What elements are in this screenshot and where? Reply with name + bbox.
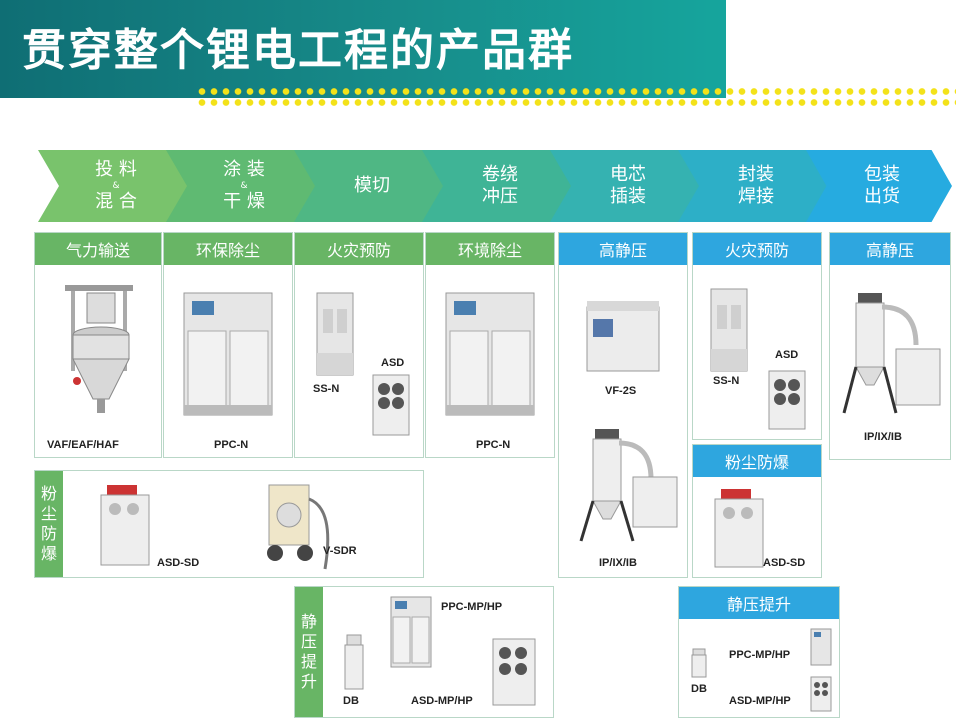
asd-machine-image (767, 369, 807, 431)
page-title: 贯穿整个锂电工程的产品群 (22, 25, 574, 76)
process-step-die-cut: 模切 (294, 150, 444, 222)
product-box-fire-prevention-1: 火灾预防 SS-N ASD (294, 232, 424, 458)
product-box-fire-prevention-2: 火灾预防 SS-N ASD (692, 232, 822, 440)
box-header: 火灾预防 (693, 233, 821, 265)
v-sdr-machine-image (249, 479, 339, 571)
box-header: 气力输送 (35, 233, 161, 265)
side-char: 爆 (40, 544, 57, 563)
product-box-eco-dust: 环保除尘 PPC-N (163, 232, 293, 458)
asd-sd-machine-image (711, 487, 767, 571)
step-line1: 投 料 (95, 159, 137, 180)
product-box-static-boost-1: 静 压 提 升 PPC-MP/HP DB ASD-MP/HP (294, 586, 554, 718)
product-label: PPC-MP/HP (441, 601, 503, 613)
product-label: V-SDR (323, 545, 357, 557)
ip-ix-ib-machine-image (838, 289, 942, 419)
product-label: ASD-SD (763, 557, 806, 569)
step-line2: 干 燥 (223, 191, 265, 212)
box-header: 静压提升 (679, 587, 839, 619)
side-char: 防 (40, 524, 57, 543)
step-line1: 包装 (864, 164, 900, 185)
step-amp: & (240, 181, 248, 191)
product-box-env-dust: 环境除尘 PPC-N (425, 232, 555, 458)
product-box-dust-explosion-2: 粉尘防爆 ASD-SD (692, 444, 822, 578)
step-line2: 冲压 (482, 186, 518, 207)
box-header: 环保除尘 (164, 233, 292, 265)
title-banner: 贯穿整个锂电工程的产品群 (0, 0, 726, 98)
box-side-header: 静 压 提 升 (295, 587, 323, 717)
step-line2: 混 合 (95, 191, 137, 212)
db-machine-image (689, 647, 709, 679)
product-box-pneumatic: 气力输送 VAF/EAF/HAF (34, 232, 162, 458)
product-label: PPC-MP/HP (729, 649, 791, 661)
asd-sd-machine-image (97, 483, 153, 569)
box-header: 火灾预防 (295, 233, 423, 265)
product-label: DB (691, 683, 707, 695)
product-box-high-static-1: 高静压 VF-2S IP/IX/IB (558, 232, 688, 578)
process-step-sealing: 封装焊接 (678, 150, 828, 222)
box-side-header: 粉 尘 防 爆 (35, 471, 63, 577)
product-box-dust-explosion-1: 粉 尘 防 爆 ASD-SD V-SDR (34, 470, 424, 578)
process-step-cell-insert: 电芯插装 (550, 150, 700, 222)
vf-2s-machine-image (583, 299, 663, 375)
side-char: 静 (300, 612, 317, 631)
step-line2: 焊接 (738, 186, 774, 207)
product-box-static-boost-2: 静压提升 DB PPC-MP/HP ASD-MP/HP (678, 586, 840, 718)
step-line1: 卷绕 (482, 164, 518, 185)
process-step-winding: 卷绕冲压 (422, 150, 572, 222)
dotted-decoration (196, 86, 956, 108)
ppc-n-cabinet-image (182, 291, 274, 417)
step-line1: 电芯 (610, 164, 646, 185)
side-char: 压 (300, 632, 317, 651)
product-label: IP/IX/IB (599, 557, 637, 569)
ip-ix-ib-machine-image (571, 423, 681, 547)
product-label: IP/IX/IB (864, 431, 902, 443)
step-line2: 插装 (610, 186, 646, 207)
side-char: 升 (300, 672, 317, 691)
asd-machine-image (371, 373, 411, 437)
asd-mp-hp-machine-image (491, 637, 537, 707)
vaf-machine-image (57, 281, 141, 421)
step-line1: 模切 (354, 175, 390, 196)
product-label: PPC-N (476, 439, 511, 451)
box-header: 粉尘防爆 (693, 445, 821, 477)
product-box-high-static-2: 高静压 IP/IX/IB (829, 232, 951, 460)
step-amp: & (112, 181, 120, 191)
product-label: ASD (775, 349, 799, 361)
product-label: SS-N (313, 383, 340, 395)
product-label: ASD-MP/HP (411, 695, 473, 707)
process-step-feeding: 投 料&混 合 (38, 150, 188, 222)
ppc-mp-hp-cabinet-image (389, 595, 433, 669)
box-header: 高静压 (830, 233, 950, 265)
step-line2: 出货 (864, 186, 900, 207)
side-char: 尘 (40, 504, 57, 523)
process-step-coating: 涂 装&干 燥 (166, 150, 316, 222)
product-label: ASD-SD (157, 557, 200, 569)
ppc-mp-hp-cabinet-image (809, 627, 833, 667)
product-label: PPC-N (214, 439, 249, 451)
product-label: ASD-MP/HP (729, 695, 791, 707)
product-label: ASD (381, 357, 405, 369)
db-machine-image (341, 633, 367, 691)
step-line1: 涂 装 (223, 159, 265, 180)
step-line1: 封装 (738, 164, 774, 185)
box-header: 高静压 (559, 233, 687, 265)
product-label: DB (343, 695, 359, 707)
ss-n-machine-image (707, 287, 751, 373)
product-label: VF-2S (605, 385, 637, 397)
box-header: 环境除尘 (426, 233, 554, 265)
ss-n-machine-image (313, 291, 357, 377)
process-step-packaging: 包装出货 (806, 150, 952, 222)
asd-mp-hp-machine-image (809, 675, 833, 713)
side-char: 提 (300, 652, 317, 671)
product-label: VAF/EAF/HAF (47, 439, 119, 451)
side-char: 粉 (40, 484, 57, 503)
product-label: SS-N (713, 375, 740, 387)
ppc-n-cabinet-image (444, 291, 536, 417)
